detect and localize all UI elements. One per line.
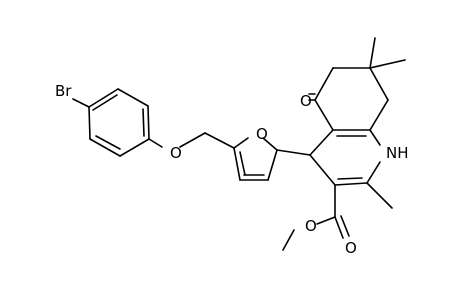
bond-ring-a-6: [88, 106, 91, 140]
bond-c-o-ether: [148, 138, 163, 148]
atom-o-ketone: O: [300, 92, 312, 110]
bond-ring-a-4: [119, 138, 150, 157]
bond-c2-c3: [334, 182, 368, 186]
bond-furan-c2-o: [233, 137, 249, 149]
bond-n-c2: [366, 161, 381, 184]
bond-furan-c5-c4: [267, 149, 278, 181]
bond-c7-c8: [369, 67, 389, 101]
bond-furan-c5-c4q: [276, 149, 311, 156]
bond-c8a-n: [369, 129, 381, 146]
bond-br-c1: [72, 98, 90, 108]
bond-c2-c3-inner: [337, 177, 363, 180]
bond-ring-a-1-inner: [92, 94, 118, 111]
bond-c-ester-o-methoxy: [316, 216, 336, 225]
bond-c7-me2: [369, 59, 406, 69]
atom-br: Br: [55, 82, 72, 100]
bond-ring-a-5-inner: [95, 135, 121, 150]
bond-ring-a-5: [89, 138, 121, 157]
bond-furan-c3-c2: [233, 147, 241, 181]
bond-ring-a-2: [117, 88, 149, 107]
atom-o-carbonyl: O: [345, 239, 357, 257]
bond-ring-a-1: [88, 88, 119, 108]
bond-c-ester-o-carbonyl: [334, 216, 344, 239]
bond-c8-c8a: [369, 99, 389, 131]
bond-c5-c6: [314, 67, 334, 101]
bond-c-ester-o-carbonyl-2: [340, 215, 350, 237]
bond-furan-c3-c2-inner: [239, 151, 246, 176]
bond-c3-c4: [309, 154, 336, 186]
atom-o-ether: O: [170, 144, 182, 162]
bond-o-methoxy-ch3: [282, 229, 295, 251]
bond-ring-a-3-inner: [142, 108, 145, 137]
bond-o-ch2: [179, 132, 206, 148]
bond-layer: [72, 37, 406, 251]
bond-ch2-furan: [204, 132, 235, 149]
bond-c2-me: [366, 182, 393, 209]
bond-c4-c4a: [309, 129, 334, 156]
bond-c7-me1: [369, 37, 376, 69]
bond-c4a-c5: [314, 99, 334, 131]
atom-nh: NH: [386, 144, 409, 162]
atom-o-methoxy: O: [305, 217, 317, 235]
bond-furan-o-c5: [262, 137, 278, 151]
atom-o-furan: O: [256, 125, 268, 143]
bond-ring-a-3: [147, 105, 150, 140]
